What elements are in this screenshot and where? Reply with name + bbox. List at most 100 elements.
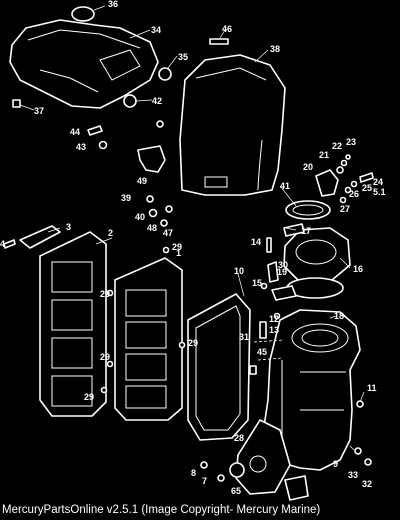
fitting-49[interactable] — [137, 145, 166, 173]
bolt-42[interactable] — [156, 120, 164, 128]
washer-33[interactable] — [354, 447, 362, 455]
callout-35[interactable]: 35 — [178, 52, 188, 62]
callout-2[interactable]: 2 — [108, 228, 113, 238]
mount-28[interactable] — [235, 419, 291, 495]
callout-6[interactable]: 6 — [231, 486, 236, 496]
screw-29-lower[interactable] — [106, 360, 114, 368]
callout-4[interactable]: 4 — [0, 239, 5, 249]
valve-45[interactable] — [259, 321, 267, 339]
callout-20[interactable]: 20 — [303, 162, 313, 172]
stud-14[interactable] — [266, 237, 272, 253]
callout-47[interactable]: 47 — [163, 228, 173, 238]
gasket-10[interactable] — [187, 293, 251, 441]
callout-29-e[interactable]: 29 — [84, 392, 94, 402]
screw-27[interactable] — [339, 196, 347, 204]
callout-43[interactable]: 43 — [76, 142, 86, 152]
grommet-6[interactable] — [229, 462, 245, 478]
callout-14[interactable]: 14 — [251, 237, 261, 247]
callout-40[interactable]: 40 — [135, 212, 145, 222]
washer-23[interactable] — [345, 154, 351, 160]
callout-41[interactable]: 41 — [280, 181, 290, 191]
callout-26[interactable]: 26 — [349, 189, 359, 199]
callout-15[interactable]: 15 — [252, 278, 262, 288]
callout-48[interactable]: 48 — [147, 223, 157, 233]
callout-44[interactable]: 44 — [70, 127, 80, 137]
callout-34[interactable]: 34 — [151, 25, 161, 35]
callout-45[interactable]: 45 — [257, 347, 267, 357]
clip-15[interactable] — [260, 282, 268, 290]
sensor-19[interactable] — [267, 261, 279, 283]
callout-46[interactable]: 46 — [222, 24, 232, 34]
washer-26[interactable] — [344, 186, 352, 194]
clip-37[interactable] — [12, 99, 21, 108]
callout-37[interactable]: 37 — [34, 106, 44, 116]
bolt-39[interactable] — [146, 195, 154, 203]
bushing-21[interactable] — [336, 166, 344, 174]
callout-5-1[interactable]: 5.1 — [373, 187, 386, 197]
throttle-body-16[interactable] — [283, 227, 351, 281]
washer-7[interactable] — [217, 474, 225, 482]
grommet-35[interactable] — [158, 67, 172, 81]
callout-24[interactable]: 24 — [373, 177, 383, 187]
decal-46[interactable] — [209, 38, 229, 45]
callout-25[interactable]: 25 — [362, 183, 372, 193]
callout-17[interactable]: 17 — [301, 226, 311, 236]
callout-10[interactable]: 10 — [234, 266, 244, 276]
callout-28[interactable]: 28 — [234, 433, 244, 443]
sensor-5[interactable] — [284, 475, 309, 501]
callout-29-b[interactable]: 29 — [100, 289, 110, 299]
callout-31[interactable]: 31 — [239, 332, 249, 342]
callout-49[interactable]: 49 — [137, 176, 147, 186]
callout-18[interactable]: 18 — [334, 311, 344, 321]
callout-29-d[interactable]: 29 — [188, 338, 198, 348]
washer-13[interactable] — [273, 312, 281, 320]
callout-7[interactable]: 7 — [202, 476, 207, 486]
callout-12[interactable]: 12 — [269, 314, 279, 324]
cap-36[interactable] — [71, 6, 95, 22]
callout-1[interactable]: 1 — [176, 248, 181, 258]
callout-21[interactable]: 21 — [319, 150, 329, 160]
bolt-8[interactable] — [200, 461, 208, 469]
washer-47[interactable] — [160, 219, 168, 227]
callout-30[interactable]: 30 — [278, 260, 288, 270]
callout-33[interactable]: 33 — [348, 470, 358, 480]
callout-42[interactable]: 42 — [152, 96, 162, 106]
callout-39[interactable]: 39 — [121, 193, 131, 203]
callout-32[interactable]: 32 — [362, 479, 372, 489]
bolt-32[interactable] — [364, 458, 372, 466]
callout-8[interactable]: 8 — [191, 468, 196, 478]
washer-11[interactable] — [356, 400, 364, 408]
nut-25[interactable] — [350, 180, 358, 188]
callout-29-c[interactable]: 29 — [100, 352, 110, 362]
callout-27[interactable]: 27 — [340, 204, 350, 214]
intake-ring-41[interactable] — [285, 200, 331, 220]
callout-13[interactable]: 13 — [269, 325, 279, 335]
screw-29-bottom[interactable] — [100, 386, 108, 394]
callout-22[interactable]: 22 — [332, 141, 342, 151]
screw-29-top[interactable] — [162, 246, 170, 254]
spacer-22[interactable] — [340, 159, 348, 167]
washer-43[interactable] — [98, 140, 108, 150]
fitting-31[interactable] — [249, 365, 257, 375]
screw-29-mid[interactable] — [106, 289, 114, 297]
screw-44[interactable] — [87, 125, 103, 136]
bracket-12[interactable] — [271, 285, 297, 301]
top-cover-34[interactable] — [9, 19, 159, 109]
callout-23[interactable]: 23 — [346, 137, 356, 147]
screw-24[interactable] — [359, 172, 374, 183]
callout-36[interactable]: 36 — [108, 0, 118, 9]
callout-38[interactable]: 38 — [270, 44, 280, 54]
callout-11[interactable]: 11 — [367, 383, 377, 393]
lever-20[interactable] — [315, 169, 339, 197]
fitting-17[interactable] — [283, 223, 305, 237]
callout-19[interactable]: 19 — [277, 267, 287, 277]
screw-29-right[interactable] — [178, 341, 186, 349]
callout-3[interactable]: 3 — [66, 222, 71, 232]
callout-16[interactable]: 16 — [353, 264, 363, 274]
callout-5[interactable]: 5 — [236, 486, 241, 496]
reed-block-2[interactable] — [39, 231, 107, 417]
callout-29-a[interactable]: 29 — [172, 242, 182, 252]
screw-4[interactable] — [3, 239, 16, 249]
washer-40[interactable] — [148, 208, 158, 218]
rear-cover-38[interactable] — [179, 54, 286, 196]
